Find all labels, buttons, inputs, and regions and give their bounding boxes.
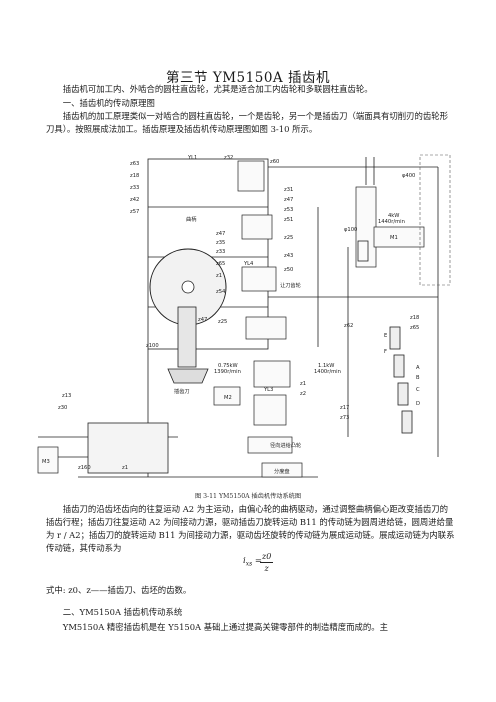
svg-text:z47: z47 [284, 197, 293, 203]
svg-text:4kW: 4kW [388, 213, 399, 219]
svg-text:A: A [416, 365, 420, 371]
svg-text:z17: z17 [340, 405, 349, 411]
svg-text:z53: z53 [284, 207, 293, 213]
svg-text:曲柄: 曲柄 [186, 215, 196, 223]
svg-text:z47: z47 [198, 317, 207, 323]
formula-i: i [243, 556, 246, 566]
svg-text:z54: z54 [216, 289, 226, 295]
svg-text:M3: M3 [42, 459, 50, 465]
svg-text:z65: z65 [216, 261, 225, 267]
svg-text:z42: z42 [130, 197, 139, 203]
svg-text:1.1kW: 1.1kW [318, 363, 334, 369]
svg-text:z25: z25 [284, 235, 293, 241]
svg-text:1440r/min: 1440r/min [378, 219, 405, 225]
transmission-diagram: z63 z18 z33 z42 z57 z47 z35 z33 z65 z1 z… [37, 154, 451, 478]
svg-text:φ400: φ400 [402, 173, 415, 179]
svg-text:z51: z51 [284, 217, 293, 223]
svg-text:z160: z160 [78, 465, 91, 471]
svg-text:F: F [384, 349, 387, 355]
svg-text:E: E [384, 333, 387, 339]
svg-text:z25: z25 [218, 319, 227, 325]
svg-text:z18: z18 [410, 315, 419, 321]
svg-text:z100: z100 [146, 343, 159, 349]
svg-text:z13: z13 [62, 393, 71, 399]
svg-text:YL1: YL1 [187, 155, 197, 161]
formula-eq: = [254, 556, 263, 566]
svg-text:z43: z43 [284, 253, 293, 259]
svg-text:1390r/min: 1390r/min [214, 369, 241, 375]
svg-text:插齿刀: 插齿刀 [174, 387, 190, 395]
formula-sub: xs [245, 560, 253, 568]
figure-caption: 图 3-11 YM5150A 插齿机传动系统图 [194, 493, 302, 500]
paragraph-2: 插齿刀的沿齿坯齿向的往复运动 A2 为主运动，由偏心轮的曲柄驱动，通过调整曲柄偏… [46, 504, 455, 553]
svg-text:YL3: YL3 [263, 387, 273, 393]
svg-text:φ100: φ100 [344, 227, 357, 233]
svg-text:0.75kW: 0.75kW [218, 363, 238, 369]
paragraph-3: YM5150A 精密插齿机是在 Y5150A 基础上通过提高关键零部件的制造精度… [62, 622, 389, 632]
svg-text:z35: z35 [216, 240, 225, 246]
svg-text:z1: z1 [216, 273, 222, 279]
svg-text:z31: z31 [284, 187, 293, 193]
svg-text:z30: z30 [58, 405, 67, 411]
svg-text:让刀齿轮: 让刀齿轮 [280, 281, 301, 289]
svg-text:z33: z33 [216, 249, 225, 255]
svg-text:分度盘: 分度盘 [274, 467, 290, 475]
svg-text:z47: z47 [216, 231, 225, 237]
svg-text:z73: z73 [340, 415, 349, 421]
svg-text:z63: z63 [130, 161, 139, 167]
svg-text:M2: M2 [224, 395, 232, 401]
svg-text:z18: z18 [130, 173, 139, 179]
svg-text:1400r/min: 1400r/min [314, 369, 341, 375]
svg-text:z1: z1 [300, 381, 306, 387]
paragraph-1: 插齿机的加工原理类似一对啮合的圆柱直齿轮，一个是齿轮，另一个是插齿刀（端面具有切… [46, 111, 449, 134]
svg-text:z1: z1 [122, 465, 128, 471]
formula-note: 式中: z0、z——插齿刀、齿坯的齿数。 [46, 585, 192, 595]
svg-text:z65: z65 [410, 325, 419, 331]
svg-text:C: C [416, 387, 420, 393]
svg-text:M1: M1 [390, 235, 398, 241]
svg-text:D: D [416, 401, 420, 407]
svg-text:z2: z2 [300, 391, 306, 397]
formula-denominator: z [264, 564, 269, 573]
svg-text:z57: z57 [130, 209, 139, 215]
heading-2: 二、YM5150A 插齿机传动系统 [62, 607, 183, 617]
svg-text:z32: z32 [224, 155, 233, 161]
svg-text:径向进给凸轮: 径向进给凸轮 [270, 441, 301, 449]
heading-1: 一、插齿机的传动原理图 [62, 98, 155, 108]
section-title: 第三节 YM5150A 插齿机 [166, 70, 330, 86]
intro-paragraph: 插齿机可加工内、外啮合的圆柱直齿轮，尤其是适合加工内齿轮和多联圆柱直齿轮。 [62, 84, 373, 94]
svg-text:YL4: YL4 [243, 261, 254, 267]
formula-lhs: ixs = [243, 556, 262, 568]
svg-text:z60: z60 [270, 159, 279, 165]
svg-text:z62: z62 [344, 323, 353, 329]
formula-numerator: z0 [260, 552, 274, 563]
svg-text:z33: z33 [130, 185, 139, 191]
svg-text:B: B [416, 375, 420, 381]
svg-text:z50: z50 [284, 267, 293, 273]
formula-fraction: z0 z [260, 552, 274, 573]
